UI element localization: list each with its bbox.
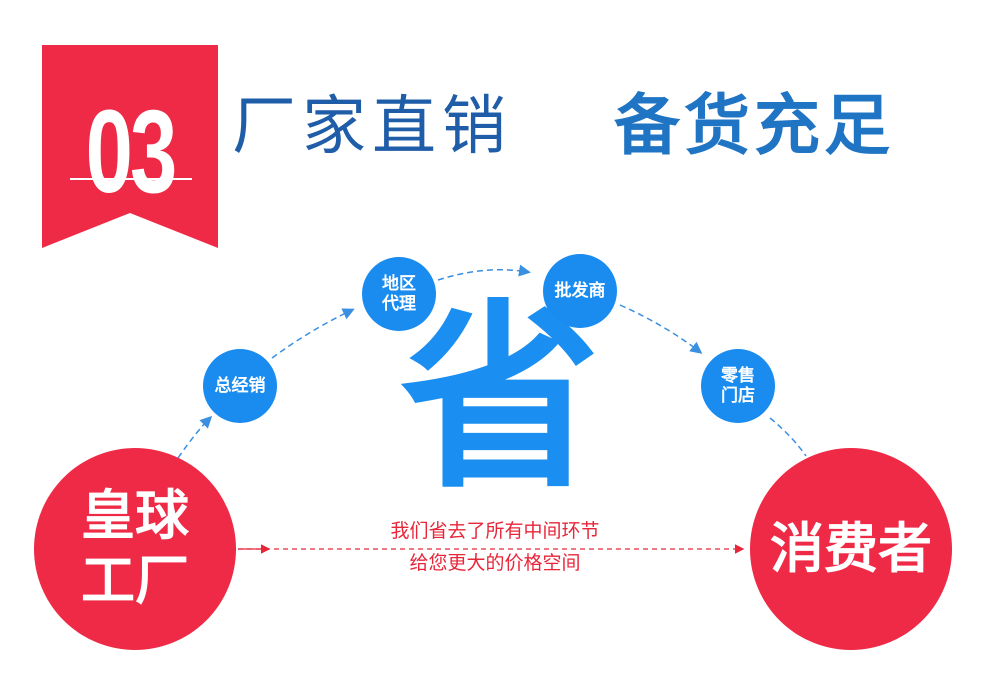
badge-number: 03 <box>85 86 178 218</box>
arc-factory-to-distributor <box>177 415 213 459</box>
node-consumer: 消费者 <box>750 448 952 650</box>
save-character: 省 <box>400 283 601 516</box>
message-line-2: 给您更大的价格空间 <box>409 552 581 574</box>
node-distributor: 总经销 <box>203 349 277 423</box>
node-regional-agent: 地区 代理 <box>362 257 436 331</box>
node-wholesaler: 批发商 <box>543 254 617 328</box>
arc-agent-to-wholesaler <box>437 264 531 281</box>
arc-distributor-to-agent <box>271 308 355 359</box>
node-retail-store: 零售 门店 <box>701 349 775 423</box>
node-factory: 皇球 工厂 <box>34 448 236 650</box>
message-line-1: 我们省去了所有中间环节 <box>390 520 600 542</box>
step-badge: 03 <box>42 45 218 248</box>
title-bold: 备货充足 <box>614 87 894 164</box>
arc-retail-to-consumer <box>769 417 807 457</box>
badge-ribbon-shape <box>42 45 218 248</box>
title-light: 厂家直销 <box>232 90 512 164</box>
arc-wholesaler-to-retail <box>619 304 703 354</box>
